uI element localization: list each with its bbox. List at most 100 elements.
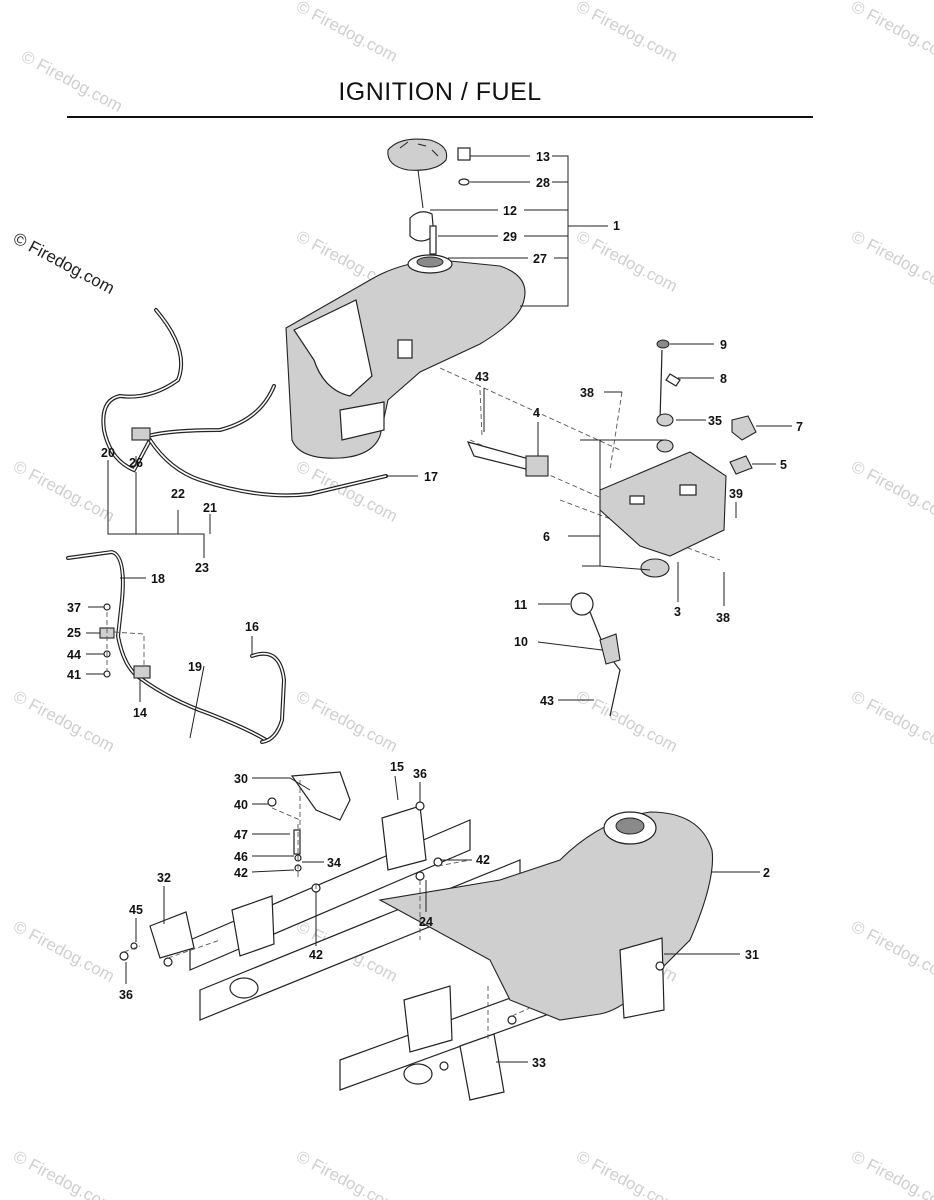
watermark: © Firedog.com (293, 0, 401, 66)
fuel-line-20 (101, 308, 184, 473)
watermark: © Firedog.com (293, 457, 401, 526)
callout-26: 26 (129, 456, 143, 470)
filler-opening (416, 256, 444, 268)
callout-14: 14 (133, 706, 147, 720)
watermark: © Firedog.com (848, 227, 934, 296)
bracket-15 (381, 805, 427, 871)
watermark: © Firedog.com (573, 0, 681, 66)
callout-36b: 36 (119, 988, 133, 1002)
watermark: © Firedog.com (10, 687, 118, 756)
watermark: © Firedog.com (573, 227, 681, 296)
nut-24 (415, 871, 425, 881)
tank-foot (339, 401, 385, 441)
nut-36 (415, 801, 425, 811)
valve-washer (458, 178, 470, 186)
nut-41 (103, 670, 111, 678)
fuel-filter-26 (131, 427, 151, 441)
tank-side-panel (293, 299, 373, 397)
callout-43b: 43 (540, 694, 554, 708)
callout-20: 20 (101, 446, 115, 460)
callout-35: 35 (708, 414, 722, 428)
callout-41: 41 (67, 668, 81, 682)
throttle-knob-base (640, 558, 670, 578)
callout-40: 40 (234, 798, 248, 812)
title-rule (67, 116, 813, 118)
callout-42c: 42 (309, 948, 323, 962)
callout-21: 21 (203, 501, 217, 515)
callout-36: 36 (413, 767, 427, 781)
fuel-valve-part (457, 147, 471, 161)
bracket-33 (459, 1033, 505, 1101)
screw-37 (103, 603, 111, 611)
callout-38b: 38 (716, 611, 730, 625)
callout-3: 3 (674, 605, 681, 619)
watermark: © Firedog.com (293, 1147, 401, 1200)
watermark: © Firedog.com (848, 457, 934, 526)
ignition-key-cap (656, 339, 670, 349)
watermark: © Firedog.com (293, 687, 401, 756)
callout-numbers: 13 28 12 1 29 27 9 8 38 43 4 35 7 5 39 6… (67, 150, 803, 1070)
callout-22: 22 (171, 487, 185, 501)
fuel-filter-14 (133, 665, 151, 679)
callout-9: 9 (720, 338, 727, 352)
bracket-32 (149, 911, 195, 959)
axle-mount-lower (403, 1063, 433, 1085)
callout-24: 24 (419, 915, 433, 929)
watermark: © Firedog.com (10, 917, 118, 986)
callout-1: 1 (613, 219, 620, 233)
callout-16: 16 (245, 620, 259, 634)
switch-7 (731, 415, 757, 441)
callout-38: 38 (580, 386, 594, 400)
callout-42b: 42 (476, 853, 490, 867)
callout-7: 7 (796, 420, 803, 434)
axle-mount-left (229, 977, 259, 999)
watermark: © Firedog.com (848, 917, 934, 986)
callout-19: 19 (188, 660, 202, 674)
fuel-tank-upper (285, 138, 526, 459)
callout-2: 2 (763, 866, 770, 880)
callout-10: 10 (514, 635, 528, 649)
nut-31 (655, 961, 665, 971)
nut-42c (433, 857, 443, 867)
callout-18: 18 (151, 572, 165, 586)
control-panel (466, 339, 757, 717)
fuel-lines (66, 308, 388, 744)
callout-29: 29 (503, 230, 517, 244)
watermark-dark: © Firedog.com (10, 229, 118, 298)
frame-plate-left (231, 895, 275, 957)
nut-33b (507, 1015, 517, 1025)
ignition-switch (656, 439, 674, 453)
fuel-cap-drawing (387, 138, 448, 171)
watermark: © Firedog.com (10, 1147, 118, 1200)
callout-33: 33 (532, 1056, 546, 1070)
vent-tube (429, 225, 437, 255)
tank-mount-31 (619, 937, 665, 1019)
fuel-cap-grip (399, 141, 439, 157)
callout-31: 31 (745, 948, 759, 962)
callout-25: 25 (67, 626, 81, 640)
fuel-line-18 (66, 549, 268, 742)
callout-42: 42 (234, 866, 248, 880)
watermark: © Firedog.com (848, 1147, 934, 1200)
callout-13: 13 (536, 150, 550, 164)
bracket-30 (290, 771, 351, 821)
bolt-40 (267, 797, 277, 807)
switch-5 (729, 455, 753, 475)
callout-23: 23 (195, 561, 209, 575)
callout-17: 17 (424, 470, 438, 484)
callout-43: 43 (475, 370, 489, 384)
callout-37: 37 (67, 601, 81, 615)
callout-6: 6 (543, 530, 550, 544)
tether-line (417, 169, 424, 209)
nut-36b (119, 951, 129, 961)
nut-33 (439, 1061, 449, 1071)
callout-34: 34 (327, 856, 341, 870)
callout-47: 47 (234, 828, 248, 842)
ignition-key (665, 373, 681, 387)
control-panel-plate (599, 451, 727, 557)
callout-32: 32 (157, 871, 171, 885)
callout-28: 28 (536, 176, 550, 190)
watermark: © Firedog.com (10, 457, 118, 526)
